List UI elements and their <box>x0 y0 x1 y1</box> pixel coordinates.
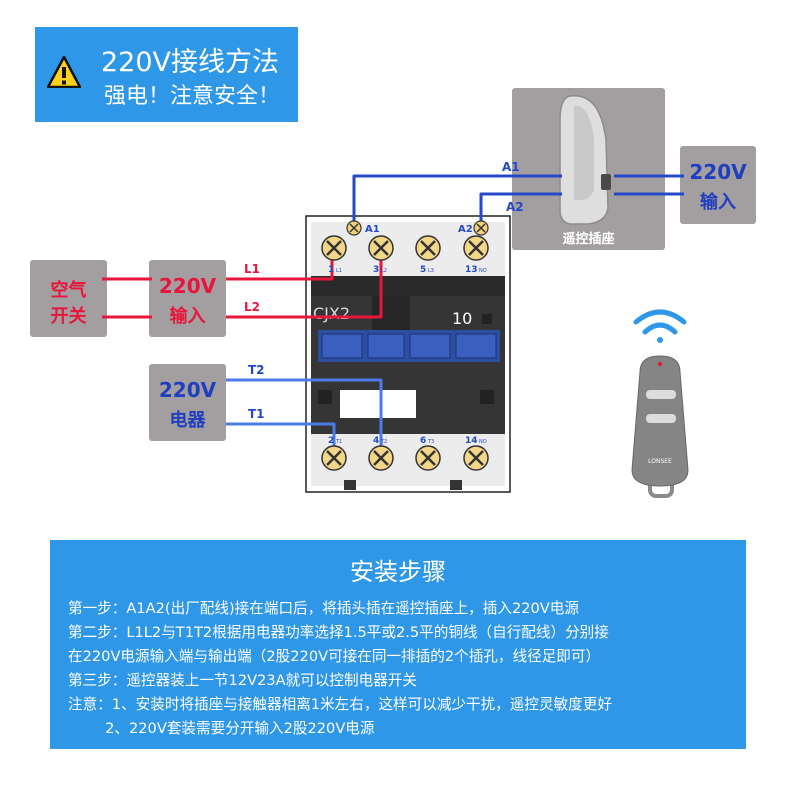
terminal-sub-l3: L3 <box>428 268 434 274</box>
wire-label-a1: A1 <box>502 160 520 174</box>
banner-subtitle: 强电！注意安全！ <box>104 84 281 109</box>
terminal-2 <box>321 445 347 471</box>
remote-button-2 <box>646 414 676 423</box>
right-input-line2: 输入 <box>700 192 736 213</box>
remote-socket-label: 遥控插座 <box>562 232 615 247</box>
contactor: CJX2 10 <box>305 215 511 493</box>
remote-socket-icon <box>559 95 611 225</box>
terminal-sub-no-bottom: NO <box>479 439 487 445</box>
wire-label-t2: T2 <box>248 363 265 377</box>
wire-label-t1: T1 <box>248 407 265 421</box>
step-line-6: 2、220V套装需要分开输入2股220V电源 <box>68 720 375 737</box>
warning-icon <box>47 56 81 88</box>
air-switch-line2: 开关 <box>50 306 87 327</box>
coil-terminal-a2 <box>473 220 489 236</box>
remote-control: LONSEE <box>631 355 689 498</box>
contactor-rating: 10 <box>452 309 472 328</box>
air-switch-box: 空气 开关 <box>30 260 107 337</box>
appliance-line1: 220V <box>158 378 217 402</box>
wire-t2 <box>226 378 383 456</box>
terminal-num-4: 4 <box>373 436 379 446</box>
right-input-box: 220V 输入 <box>680 146 756 224</box>
terminal-num-2: 2 <box>328 436 334 446</box>
terminal-num-1: 1 <box>328 265 334 275</box>
wifi-signal-icon <box>633 309 687 343</box>
step-line-1: 第一步：A1A2(出厂配线)接在端口后，将插头插在遥控插座上，插入220V电源 <box>68 600 579 617</box>
left-input-line2: 输入 <box>169 306 206 327</box>
terminal-3 <box>368 235 394 261</box>
air-switch-line1: 空气 <box>50 280 87 301</box>
appliance-line2: 电器 <box>169 410 206 431</box>
terminal-sub-t2: T2 <box>380 439 387 445</box>
appliance-box: 220V 电器 <box>149 364 226 441</box>
bottom-terminals <box>321 445 489 471</box>
terminal-1 <box>321 235 347 261</box>
terminal-num-14: 14 <box>465 436 478 446</box>
terminal-5 <box>415 235 441 261</box>
coil-terminal-a1 <box>346 220 362 236</box>
terminal-sub-t1: T1 <box>335 439 342 445</box>
coil-label-a2: A2 <box>458 224 473 235</box>
wire-label-a2: A2 <box>506 200 524 214</box>
step-line-5: 注意：1、安装时将插座与接触器相离1米左右，这样可以减少干扰，遥控灵敏度更好 <box>68 696 612 713</box>
terminal-sub-t3: T3 <box>427 439 434 445</box>
wire-l2 <box>226 260 383 319</box>
step-line-3: 在220V电源输入端与输出端（2股220V可接在同一排插的2个插孔，线径足即可） <box>68 648 601 665</box>
steps-title: 安装步骤 <box>350 558 446 586</box>
terminal-num-3: 3 <box>373 265 379 275</box>
wire-label-l1: L1 <box>244 262 260 276</box>
wire-l1 <box>226 260 334 281</box>
installation-steps-panel: 安装步骤 第一步：A1A2(出厂配线)接在端口后，将插头插在遥控插座上，插入22… <box>50 540 746 749</box>
terminal-sub-l1: L1 <box>336 268 342 274</box>
banner-title: 220V接线方法 <box>101 47 280 78</box>
terminal-num-13: 13 <box>465 265 478 275</box>
terminal-4 <box>368 445 394 471</box>
terminal-num-5: 5 <box>420 265 426 275</box>
left-input-box: 220V 输入 <box>149 260 226 337</box>
wiring-diagram: CJX2 10 A1 A2 L1 L2 T2 T1 A1 A2 1 L1 3 L… <box>102 95 689 498</box>
wire-a2 <box>479 192 562 228</box>
terminal-6 <box>415 445 441 471</box>
coil-label-a1: A1 <box>365 224 380 235</box>
remote-brand: LONSEE <box>648 458 672 465</box>
right-input-line1: 220V <box>689 160 747 184</box>
step-line-2: 第二步：L1L2与T1T2根据用电器功率选择1.5平或2.5平的铜线（自行配线）… <box>68 624 609 641</box>
warning-banner: 220V接线方法 强电！注意安全！ <box>35 27 298 122</box>
terminal-14 <box>463 445 489 471</box>
left-input-line1: 220V <box>158 274 217 298</box>
terminal-num-6: 6 <box>420 436 426 446</box>
contactor-model: CJX2 <box>313 304 350 323</box>
step-line-4: 第三步：遥控器装上一节12V23A就可以控制电器开关 <box>68 672 417 689</box>
terminal-13 <box>463 235 489 261</box>
remote-button-1 <box>646 390 676 399</box>
top-terminals <box>321 235 489 261</box>
wire-label-l2: L2 <box>244 300 260 314</box>
terminal-sub-no-top: NO <box>479 268 487 274</box>
terminal-sub-l2: L2 <box>381 268 387 274</box>
wire-a1 <box>352 174 562 228</box>
